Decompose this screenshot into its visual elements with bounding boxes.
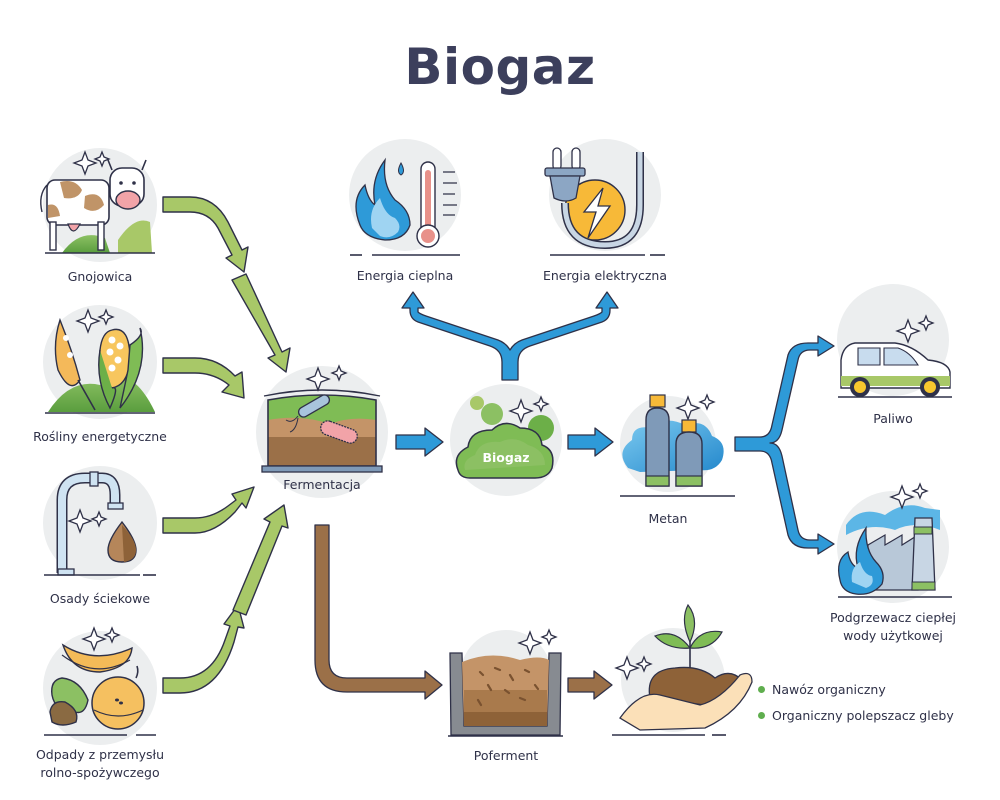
factory-flame-icon (837, 482, 952, 603)
arrow-gnojowica-2 (231, 273, 291, 373)
bullet-dot-icon (758, 685, 765, 693)
soil-use-label: Organiczny polepszacz gleby (772, 707, 954, 723)
car-icon (837, 284, 952, 398)
label-fermentacja: Fermentacja (283, 477, 361, 492)
arrow-metan-to-outputs (734, 335, 835, 555)
biogaz-cloud-label: Biogaz (482, 450, 529, 465)
gas-cylinders-icon (620, 393, 735, 497)
label-paliwo: Paliwo (873, 411, 913, 426)
bullet-dot-icon (758, 711, 765, 719)
label-poferment: Poferment (473, 748, 539, 763)
digestate-container-icon (448, 628, 563, 737)
arrow-rosliny (162, 357, 245, 399)
arrow-biogaz-to-energy (401, 291, 619, 381)
soil-use-label: Nawóz organiczny (772, 681, 886, 697)
arrow-poferment-to-soil (567, 670, 613, 700)
flame-thermometer-icon (349, 139, 461, 256)
gas-cloud-icon (450, 384, 562, 496)
arrow-biogaz-to-metan (567, 427, 614, 457)
arrow-odpady-2 (232, 504, 289, 616)
label-odpady: Odpady z przemysłu rolno-spożywczego (20, 746, 180, 782)
arrow-gnojowica-1 (162, 196, 249, 273)
arrow-fermentacja-to-biogaz (395, 427, 444, 457)
label-podgrzewacz: Podgrzewacz ciepłej wody użytkowej (813, 609, 973, 645)
plug-lightning-icon (544, 139, 665, 256)
sewage-tap-icon (43, 466, 157, 580)
label-odpady-line-1: Odpady z przemysłu (35, 747, 165, 762)
food-waste-icon (43, 626, 157, 745)
label-odpady-line-2: rolno-spożywczego (40, 765, 160, 780)
arrow-odpady-1 (162, 604, 245, 694)
diagram-title: Biogaz (404, 38, 596, 96)
soil-use-item: Organiczny polepszacz gleby (758, 702, 954, 728)
label-osady-sciekowe: Osady ściekowe (49, 591, 151, 606)
label-energia-elektryczna: Energia elektryczna (542, 268, 668, 283)
soil-uses-list: Nawóz organiczny Organiczny polepszacz g… (758, 676, 954, 728)
arrow-osady (162, 486, 255, 534)
label-rosliny-energetyczne: Rośliny energetyczne (33, 429, 167, 444)
soil-use-item: Nawóz organiczny (758, 676, 954, 702)
fermentation-tank-icon (256, 364, 388, 498)
cow-icon (40, 148, 157, 262)
arrow-fermentacja-to-poferment (314, 524, 443, 700)
crops-icon (43, 305, 157, 419)
label-gnojowica: Gnojowica (67, 269, 133, 284)
hands-seedling-icon (612, 603, 753, 736)
label-energia-cieplna: Energia cieplna (356, 268, 454, 283)
label-podgrzewacz-line-2: wody użytkowej (843, 628, 943, 643)
label-metan: Metan (648, 511, 688, 526)
label-podgrzewacz-line-1: Podgrzewacz ciepłej (830, 610, 956, 625)
